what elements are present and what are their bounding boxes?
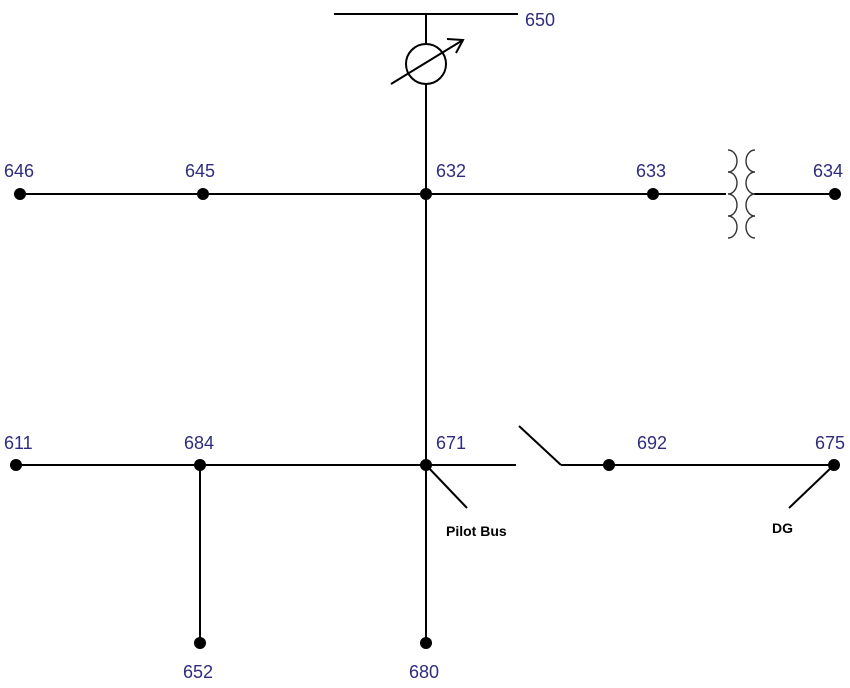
bus-label-671: 671 <box>436 433 466 453</box>
dg-label: DG <box>772 520 793 536</box>
bus-node-692 <box>603 459 615 471</box>
bus-node-675 <box>828 459 840 471</box>
bus-label-684: 684 <box>184 433 214 453</box>
bus-node-646 <box>14 188 26 200</box>
bus-label-633: 633 <box>636 161 666 181</box>
bus-node-652 <box>194 637 206 649</box>
bus-node-684 <box>194 459 206 471</box>
bus-node-633 <box>647 188 659 200</box>
bus-node-634 <box>829 188 841 200</box>
bus-node-632 <box>420 188 432 200</box>
bus-label-634: 634 <box>813 161 843 181</box>
bus-node-645 <box>197 188 209 200</box>
bus-node-680 <box>420 637 432 649</box>
bus-node-611 <box>10 459 22 471</box>
bus-label-652: 652 <box>183 662 213 682</box>
bus-node-671 <box>420 459 432 471</box>
transformer-icon <box>727 149 756 239</box>
open-switch-icon <box>518 425 562 466</box>
bus-label-611: 611 <box>4 433 33 453</box>
voltage-regulator-icon <box>390 38 465 85</box>
pilot-bus-label: Pilot Bus <box>446 523 507 539</box>
bus-label-680: 680 <box>409 662 439 682</box>
bus-label-675: 675 <box>815 433 845 453</box>
dg-leader <box>788 464 835 509</box>
bus-label-632: 632 <box>436 161 466 181</box>
bus-label-646: 646 <box>4 161 34 181</box>
bus-label-692: 692 <box>637 433 667 453</box>
bus-label-645: 645 <box>185 161 215 181</box>
bus-label-650: 650 <box>525 10 555 30</box>
pilot-bus-leader <box>425 464 468 509</box>
